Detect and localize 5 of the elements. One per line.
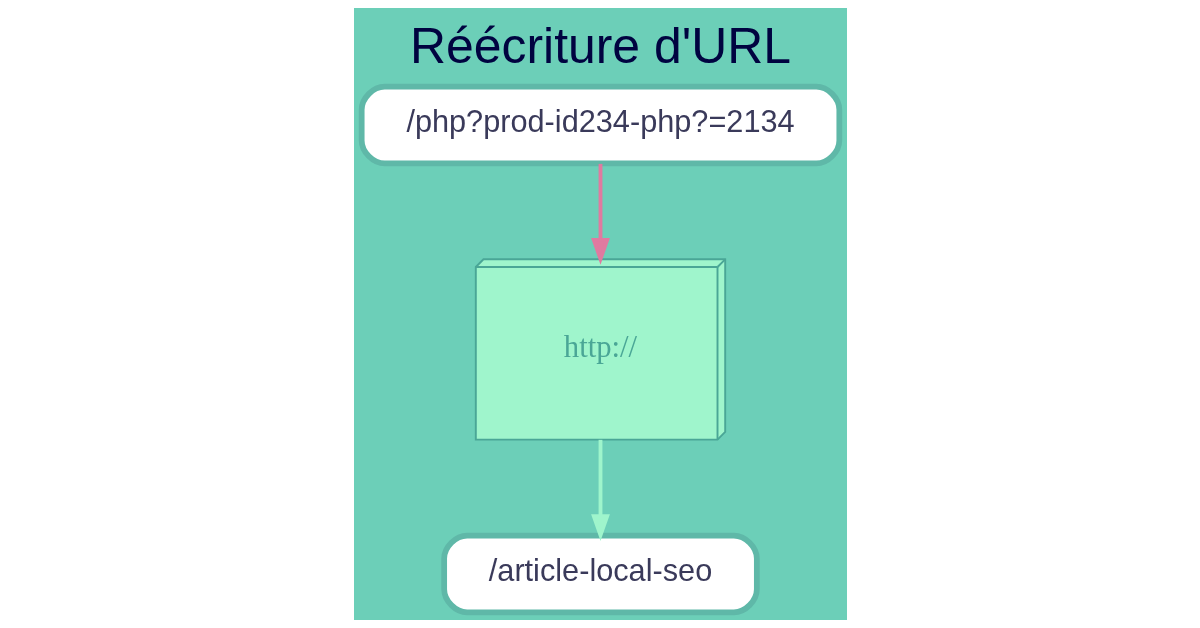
arrow bbox=[590, 439, 610, 542]
diagram-title: Réécriture d'URL bbox=[409, 18, 791, 75]
node-box: /article-local-seo bbox=[440, 532, 760, 616]
node-box: /php?prod-id234-php?=2134 bbox=[358, 83, 842, 167]
arrow bbox=[590, 163, 610, 265]
